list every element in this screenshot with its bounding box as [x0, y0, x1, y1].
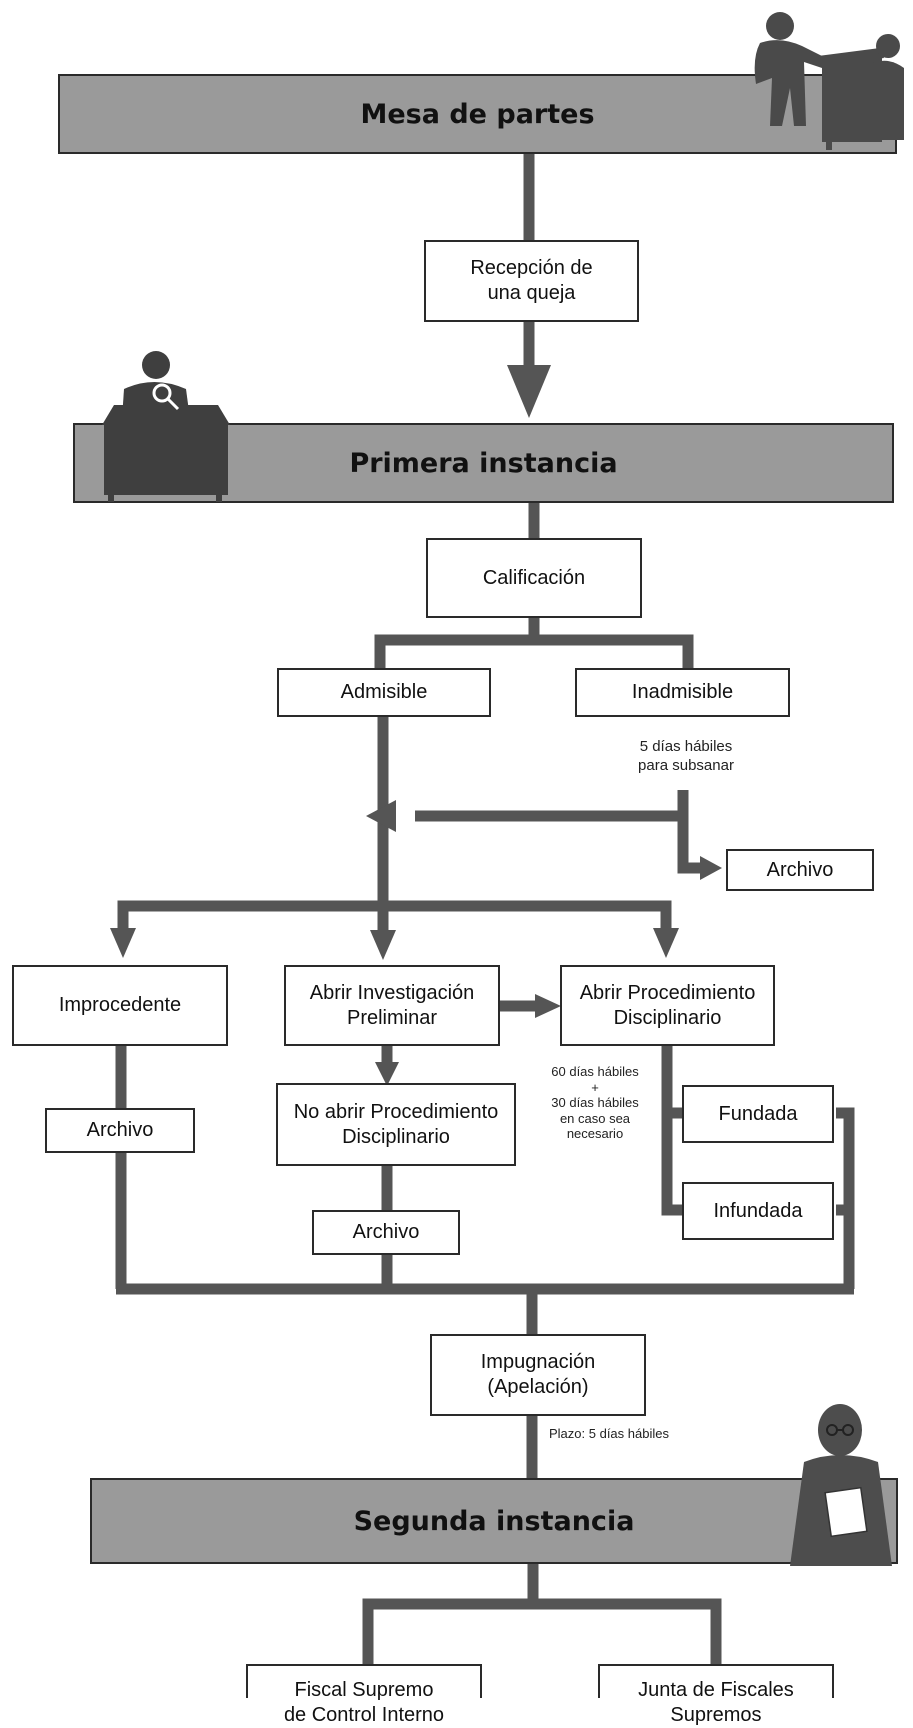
box-abrir-investigacion: Abrir Investigación Preliminar — [284, 965, 500, 1046]
box-admisible: Admisible — [277, 668, 491, 717]
box-no-abrir-procedimiento: No abrir Procedimiento Disciplinario — [276, 1083, 516, 1166]
band-mesa-de-partes: Mesa de partes — [58, 74, 897, 154]
box-impugnacion: Impugnación (Apelación) — [430, 1334, 646, 1416]
note-subsanar: 5 días hábiles para subsanar — [638, 738, 734, 774]
box-abrir-procedimiento: Abrir Procedimiento Disciplinario — [560, 965, 775, 1046]
band-segunda-instancia: Segunda instancia — [90, 1478, 898, 1564]
note-plazo-apelacion: Plazo: 5 días hábiles — [549, 1426, 669, 1441]
box-improcedente: Improcedente — [12, 965, 228, 1046]
box-fundada: Fundada — [682, 1085, 834, 1143]
box-archivo-improcedente: Archivo — [45, 1108, 195, 1153]
box-infundada: Infundada — [682, 1182, 834, 1240]
box-inadmisible: Inadmisible — [575, 668, 790, 717]
box-recepcion-queja: Recepción de una queja — [424, 240, 639, 322]
box-archivo-inadmisible: Archivo — [726, 849, 874, 891]
box-archivo-no-abrir: Archivo — [312, 1210, 460, 1255]
investigator-desk-icon — [102, 351, 230, 502]
official-reading-document-icon — [790, 1404, 892, 1566]
reception-desk-icon — [754, 12, 904, 150]
box-calificacion: Calificación — [426, 538, 642, 618]
note-plazo-procedimiento: 60 días hábiles + 30 días hábiles en cas… — [551, 1064, 639, 1142]
box-junta-fiscales: Junta de Fiscales Supremos — [598, 1664, 834, 1726]
box-fiscal-supremo: Fiscal Supremo de Control Interno — [246, 1664, 482, 1726]
